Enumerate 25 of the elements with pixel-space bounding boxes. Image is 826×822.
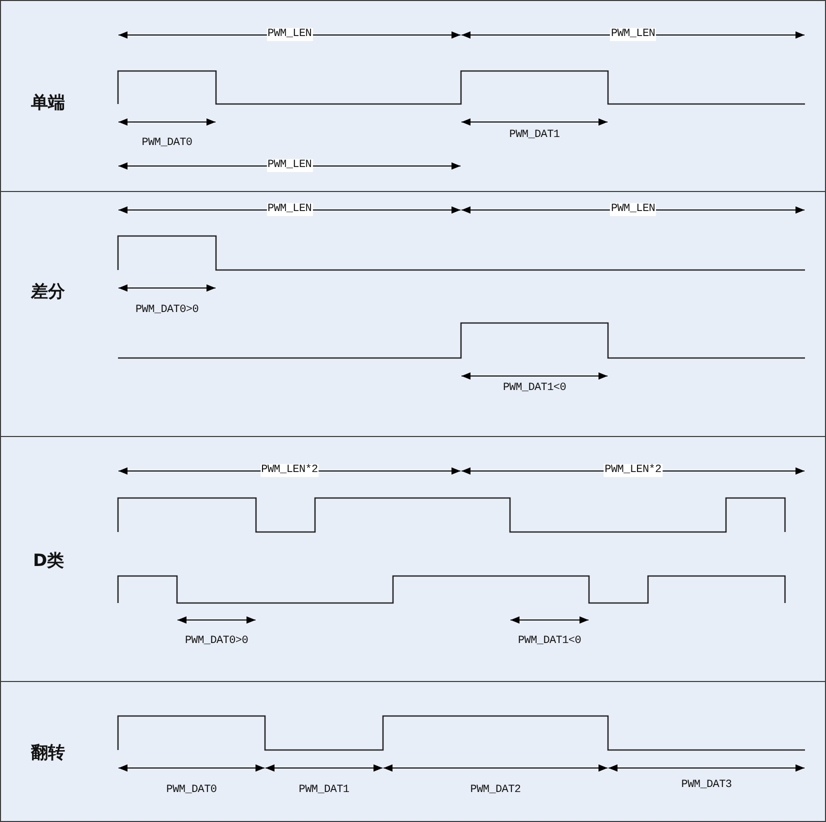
row-label: 翻转 bbox=[31, 742, 65, 764]
dimension-label: PWM_LEN bbox=[266, 159, 313, 172]
band bbox=[0, 191, 826, 437]
dimension-label: PWM_LEN bbox=[266, 203, 313, 216]
dimension-label: PWM_DAT0>0 bbox=[136, 304, 198, 317]
dimension-label: PWM_DAT0 bbox=[166, 784, 217, 797]
dimension-label: PWM_DAT0 bbox=[142, 137, 192, 150]
dimension-label: PWM_DAT1 bbox=[509, 129, 560, 142]
dimension-label: PWM_DAT1 bbox=[298, 784, 350, 797]
row-label: 差分 bbox=[31, 281, 65, 303]
dimension-label: PWM_LEN bbox=[266, 28, 313, 41]
dimension-label: PWM_DAT1<0 bbox=[503, 382, 566, 395]
dimension-label: PWM_DAT0>0 bbox=[185, 635, 248, 648]
row-label: D类 bbox=[33, 550, 64, 572]
row-label: 单端 bbox=[31, 92, 65, 114]
dimension-label: PWM_LEN*2 bbox=[260, 464, 319, 477]
dimension-label: PWM_DAT1<0 bbox=[518, 635, 581, 648]
band bbox=[0, 0, 826, 192]
dimension-label: PWM_DAT3 bbox=[681, 779, 732, 792]
band bbox=[0, 681, 826, 822]
dimension-label: PWM_LEN*2 bbox=[604, 464, 662, 477]
band bbox=[0, 436, 826, 682]
dimension-label: PWM_DAT2 bbox=[470, 784, 521, 797]
dimension-label: PWM_LEN bbox=[610, 28, 656, 41]
dimension-label: PWM_LEN bbox=[610, 203, 656, 216]
